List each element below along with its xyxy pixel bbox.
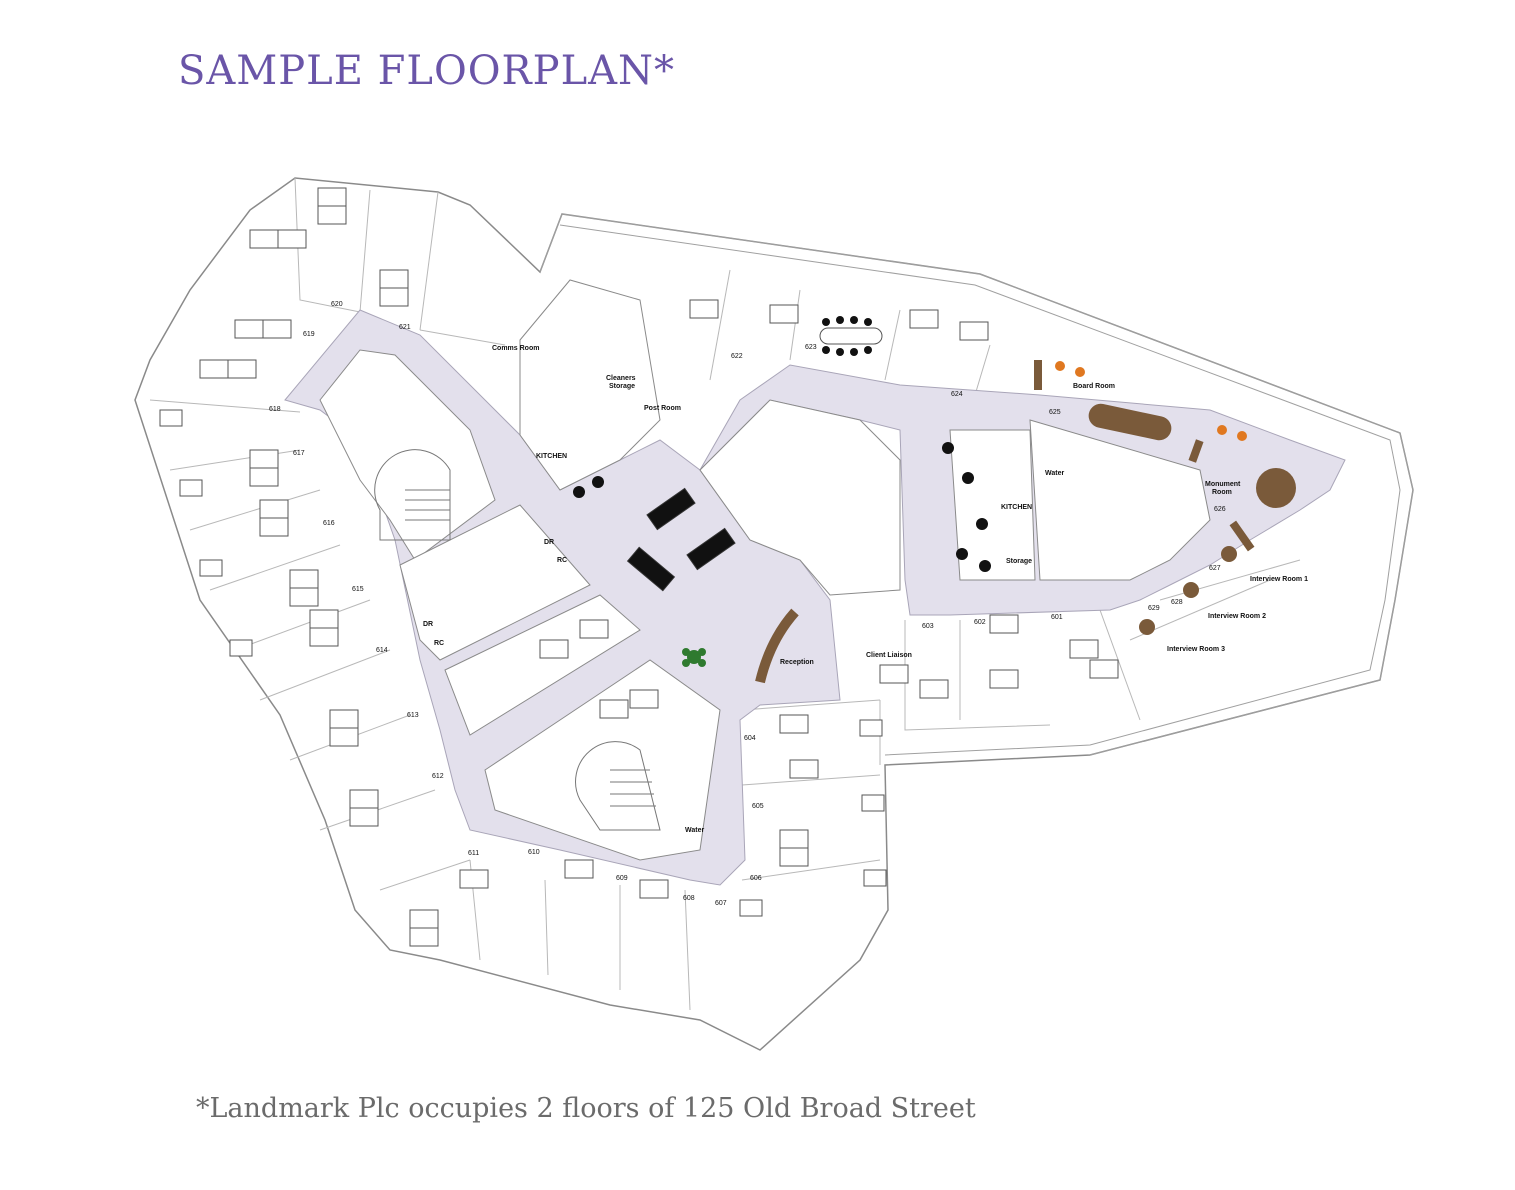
room-number: 601 — [1051, 614, 1063, 621]
room-number: 619 — [303, 331, 315, 338]
office-partitions — [149, 177, 1301, 1011]
room-number: 627 — [1209, 565, 1221, 572]
room-name-kitchen-east: KITCHEN — [1001, 504, 1032, 511]
room-number: 607 — [715, 900, 727, 907]
room-name-storage: Storage — [1006, 558, 1032, 565]
room-name-rc: RC — [434, 640, 444, 647]
board-room-furniture — [1034, 360, 1204, 463]
room-number: 603 — [922, 623, 934, 630]
room-name-monument-room: Room — [1212, 489, 1232, 496]
room-number: 622 — [731, 353, 743, 360]
room-number: 617 — [293, 450, 305, 457]
room-name-interview-2: Interview Room 2 — [1208, 613, 1266, 620]
room-name-interview-1: Interview Room 1 — [1250, 576, 1308, 583]
room-name-water-east: Water — [1045, 470, 1064, 477]
monument-room-furniture — [1217, 425, 1296, 552]
room-number: 628 — [1171, 599, 1183, 606]
footnote: *Landmark Plc occupies 2 floors of 125 O… — [196, 1093, 976, 1124]
room-name-rc: RC — [557, 557, 567, 564]
room-names: Comms Room Cleaners Storage Post Room KI… — [423, 345, 1308, 834]
room-number: 629 — [1148, 605, 1160, 612]
room-number: 604 — [744, 735, 756, 742]
room-number: 616 — [323, 520, 335, 527]
stairs-south — [575, 741, 661, 831]
room-number: 618 — [269, 406, 281, 413]
room-name-cleaners: Cleaners — [606, 375, 636, 382]
stairs-west — [374, 449, 451, 541]
room-number: 613 — [407, 712, 419, 719]
room-name-dr: DR — [423, 621, 433, 628]
room-name-reception: Reception — [780, 659, 814, 666]
meeting-table-623 — [819, 316, 883, 356]
interview-room-tables — [1139, 546, 1237, 635]
room-numbers: 601 602 603 604 605 606 607 608 609 610 … — [269, 301, 1226, 907]
room-number: 615 — [352, 586, 364, 593]
room-number: 626 — [1214, 506, 1226, 513]
room-number: 623 — [805, 344, 817, 351]
room-number: 620 — [331, 301, 343, 308]
room-name-post-room: Post Room — [644, 405, 681, 412]
room-name-client-liaison: Client Liaison — [866, 652, 912, 659]
room-number: 609 — [616, 875, 628, 882]
room-number: 606 — [750, 875, 762, 882]
reception-desk — [755, 608, 799, 684]
kitchen-tables — [573, 442, 991, 572]
room-name-dr: DR — [544, 539, 554, 546]
room-number: 625 — [1049, 409, 1061, 416]
room-number: 610 — [528, 849, 540, 856]
page-title: SAMPLE FLOORPLAN* — [178, 48, 676, 94]
room-number: 612 — [432, 773, 444, 780]
room-number: 621 — [399, 324, 411, 331]
reception-sofas — [626, 487, 736, 592]
outer-terrace-line — [539, 213, 1414, 756]
room-name-board-room: Board Room — [1073, 383, 1115, 390]
room-number: 624 — [951, 391, 963, 398]
room-name-interview-3: Interview Room 3 — [1167, 646, 1225, 653]
room-name-kitchen-west: KITCHEN — [536, 453, 567, 460]
room-number: 605 — [752, 803, 764, 810]
room-number: 611 — [468, 850, 479, 857]
room-number: 602 — [974, 619, 986, 626]
desk-clusters — [159, 187, 1119, 947]
room-name-cleaners-storage: Storage — [609, 383, 635, 390]
room-name-water-south: Water — [685, 827, 704, 834]
plant-icon — [682, 648, 706, 667]
room-name-monument: Monument — [1205, 481, 1241, 488]
room-number: 614 — [376, 647, 388, 654]
room-number: 608 — [683, 895, 695, 902]
room-name-comms: Comms Room — [492, 345, 539, 352]
